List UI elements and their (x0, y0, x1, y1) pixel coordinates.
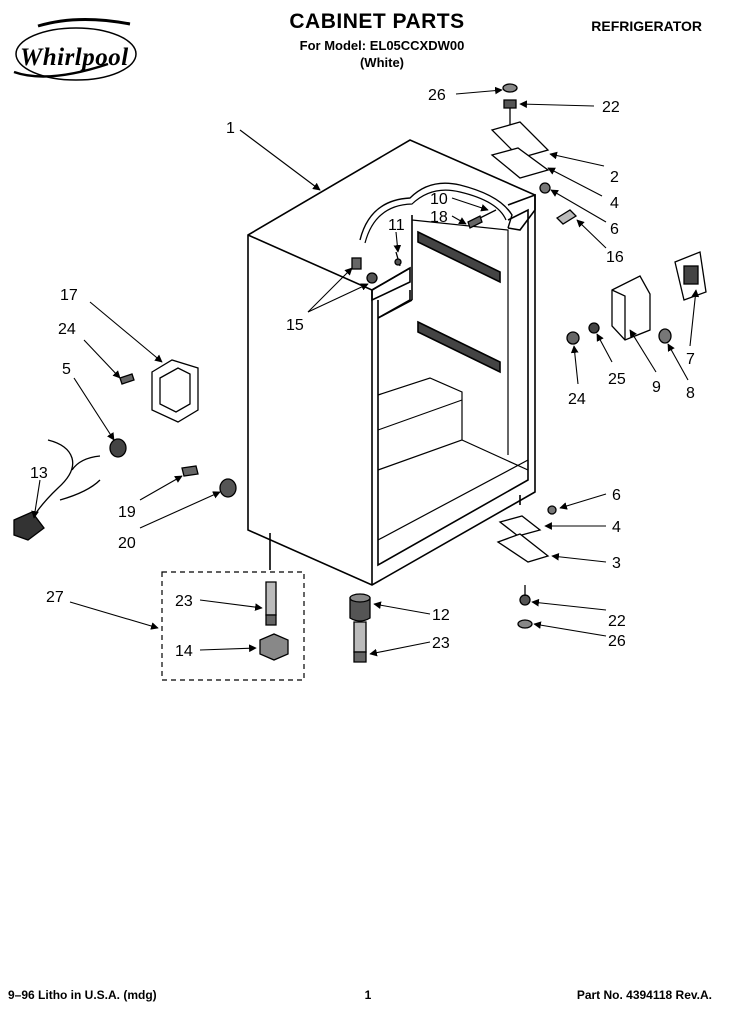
litho-note: 9–96 Litho in U.S.A. (mdg) (8, 988, 157, 1002)
kit-27-box (161, 571, 305, 681)
model-info: For Model: EL05CCXDW00 (White) (282, 37, 482, 71)
hardware-parts (13, 83, 707, 663)
part-number: Part No. 4394118 Rev.A. (576, 988, 712, 1002)
callout-16: 16 (606, 249, 624, 266)
callout-5: 5 (62, 361, 71, 378)
callout-15: 15 (286, 317, 304, 334)
callout-18: 18 (430, 209, 448, 226)
whirlpool-logo: Whirlpool (8, 14, 138, 84)
logo-swoosh-icon (13, 18, 137, 81)
callout-23-right: 23 (432, 635, 450, 652)
callout-20: 20 (118, 535, 136, 552)
callout-4-bottom: 4 (612, 519, 621, 536)
page-number: 1 (364, 988, 372, 1002)
callout-26-bottom: 26 (608, 633, 626, 650)
callout-24-right: 24 (568, 391, 586, 408)
callout-1: 1 (226, 120, 235, 137)
cabinet-drawing (247, 139, 536, 586)
callout-4-top: 4 (610, 195, 619, 212)
callout-22-bottom: 22 (608, 613, 626, 630)
callout-26-top: 26 (428, 87, 446, 104)
callout-6-bottom: 6 (612, 487, 621, 504)
callout-2: 2 (610, 169, 619, 186)
callout-22-top: 22 (602, 99, 620, 116)
callout-10: 10 (430, 191, 448, 208)
callout-6-top: 6 (610, 221, 619, 238)
category-label: REFRIGERATOR (591, 18, 702, 34)
callout-17: 17 (60, 287, 78, 304)
callout-9: 9 (652, 379, 661, 396)
callout-11: 11 (388, 217, 405, 234)
callout-labels: 1 26 22 2 4 6 16 10 18 11 15 17 24 5 13 … (30, 87, 695, 660)
callout-24-left: 24 (58, 321, 76, 338)
color-line: (White) (359, 55, 405, 70)
callout-19: 19 (118, 504, 136, 521)
callout-12: 12 (432, 607, 450, 624)
callout-13: 13 (30, 465, 48, 482)
model-line: For Model: EL05CCXDW00 (299, 38, 465, 53)
callout-25: 25 (608, 371, 626, 388)
callout-3: 3 (612, 555, 621, 572)
brand-name: Whirlpool (20, 44, 129, 71)
callout-14: 14 (175, 643, 193, 660)
leader-lines (31, 86, 700, 657)
page-title: CABINET PARTS (289, 10, 465, 33)
callout-27: 27 (46, 589, 64, 606)
callout-7: 7 (686, 351, 695, 368)
callout-23-left: 23 (175, 593, 193, 610)
callout-8: 8 (686, 385, 695, 402)
